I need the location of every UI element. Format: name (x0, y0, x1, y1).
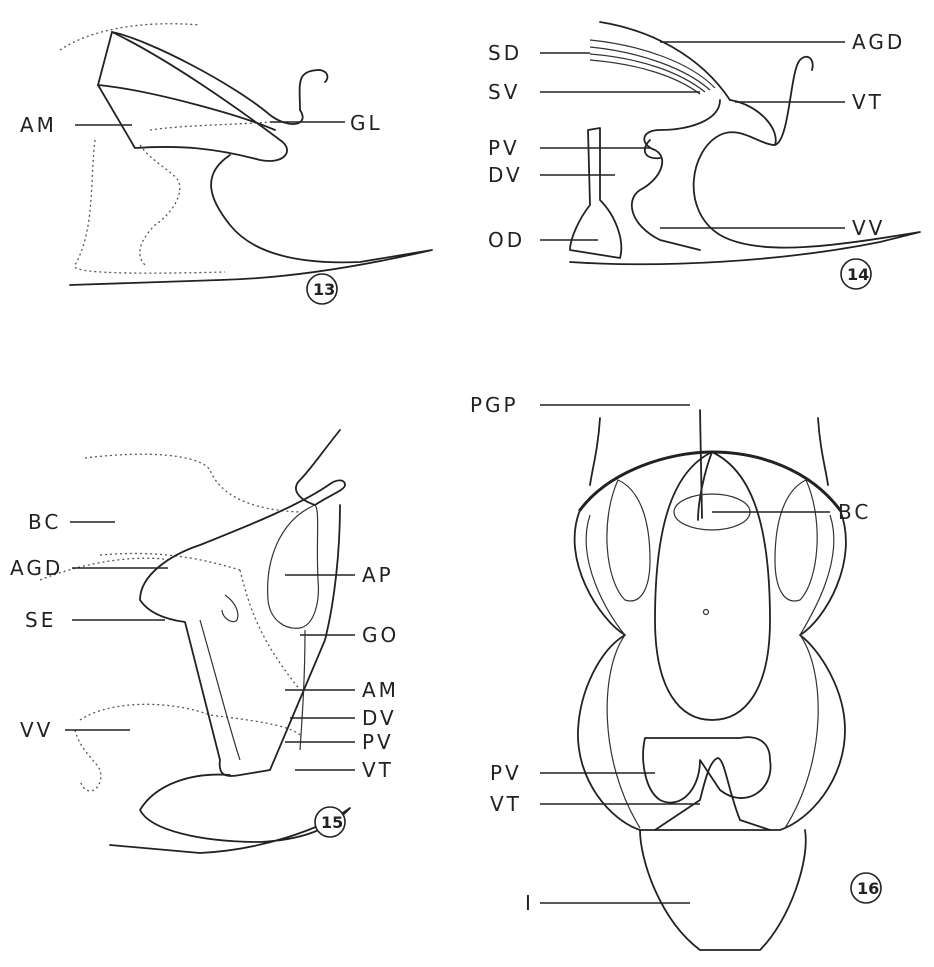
label-fig15-agd: AGD (10, 556, 63, 580)
label-fig13-am: AM (20, 113, 57, 137)
label-fig15-vv: VV (20, 718, 53, 742)
label-fig15-ap: AP (362, 563, 394, 587)
label-fig14-agd: AGD (852, 30, 905, 54)
label-fig16-pv: PV (490, 761, 522, 785)
label-fig16-i: I (525, 891, 534, 915)
label-fig16-pgp: PGP (470, 393, 519, 417)
figure-15-number: 15 (321, 813, 343, 832)
label-fig15-vt: VT (362, 758, 394, 782)
figure-13 (60, 24, 432, 304)
label-fig15-bc: BC (28, 510, 61, 534)
label-fig15-pv: PV (362, 730, 394, 754)
label-fig14-vt: VT (852, 90, 884, 114)
labels: AM GL 13 SD SV PV DV OD AGD VT VV 14 BC … (10, 30, 905, 915)
label-fig15-dv: DV (362, 706, 397, 730)
label-fig14-sd: SD (488, 41, 522, 65)
label-fig14-pv: PV (488, 136, 520, 160)
figure-13-number: 13 (313, 280, 335, 299)
label-fig15-se: SE (25, 608, 56, 632)
label-fig13-gl: GL (350, 111, 383, 135)
label-fig14-od: OD (488, 228, 525, 252)
label-fig14-sv: SV (488, 80, 520, 104)
label-fig16-vt: VT (490, 792, 522, 816)
figure-16-number: 16 (857, 879, 879, 898)
figure-14 (540, 22, 920, 289)
label-fig14-dv: DV (488, 163, 523, 187)
figure-16 (540, 405, 881, 950)
label-fig16-bc: BC (838, 500, 871, 524)
label-fig15-am: AM (362, 678, 399, 702)
figure-14-number: 14 (847, 265, 869, 284)
label-fig15-go: GO (362, 623, 399, 647)
figure-15 (40, 430, 355, 853)
label-fig14-vv: VV (852, 216, 885, 240)
